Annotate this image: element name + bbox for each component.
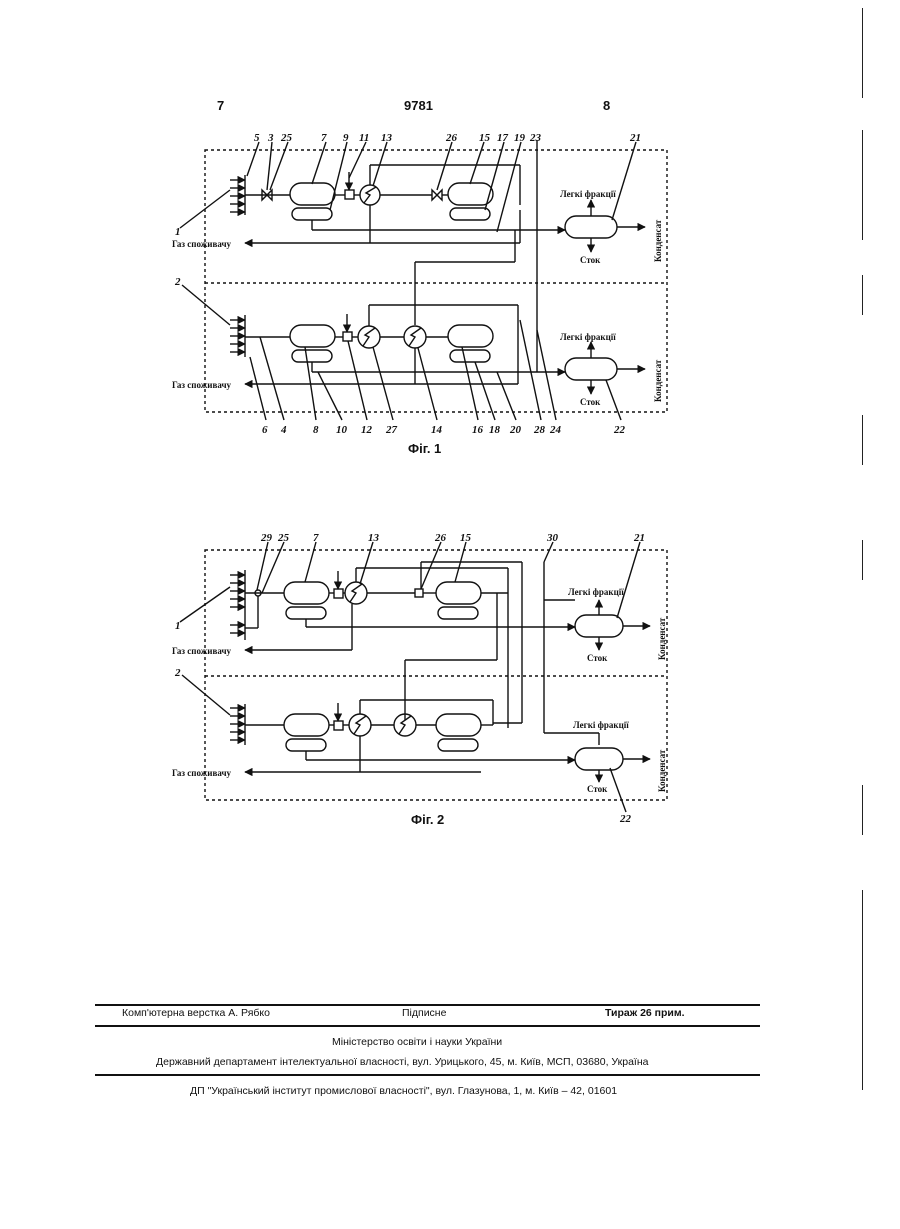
- drain-label-bottom: Сток: [580, 397, 601, 407]
- ref-25: 25: [280, 132, 293, 144]
- ref-21: 21: [629, 132, 641, 144]
- footer-rule-middle: [95, 1025, 760, 1027]
- ref-21-fig2: 21: [633, 532, 645, 544]
- footer-signed: Підписне: [402, 1007, 446, 1019]
- figure-1-diagram: 5 3 25 7 9 11 13 26 15 17 19 23 21 1 2 6…: [0, 0, 900, 470]
- drain-label-top-fig2: Сток: [587, 653, 608, 663]
- drain-label-bottom-fig2: Сток: [587, 784, 608, 794]
- ref-27: 27: [385, 424, 398, 436]
- ref-7-fig2: 7: [313, 532, 319, 544]
- ref-7: 7: [321, 132, 327, 144]
- gas-consumer-label-top-fig2: Газ споживачу: [172, 646, 232, 656]
- scan-edge-mark: [862, 540, 863, 580]
- injector-11: [345, 190, 354, 199]
- scan-edge-mark: [862, 275, 863, 315]
- light-fractions-label-top: Легкі фракції: [560, 189, 616, 199]
- gas-consumer-label-bottom-fig2: Газ споживачу: [172, 768, 232, 778]
- separator-15: [448, 183, 493, 205]
- separator-7: [290, 183, 335, 205]
- scan-edge-mark: [862, 785, 863, 835]
- light-fractions-label-bottom-fig2: Легкі фракції: [573, 720, 629, 730]
- ref-22-fig2: 22: [619, 813, 632, 825]
- figure-2-diagram: 29 25 7 13 26 15 30 21 1 2 22 Газ спожив…: [0, 520, 900, 830]
- ref-15: 15: [479, 132, 491, 144]
- valve-26-fig2: [415, 589, 423, 597]
- ref-5: 5: [254, 132, 260, 144]
- ref-26: 26: [445, 132, 458, 144]
- separator-16: [448, 325, 493, 347]
- ref-22: 22: [613, 424, 626, 436]
- ref-11: 11: [359, 132, 369, 144]
- ref-17: 17: [497, 132, 509, 144]
- condensate-label-bottom: Конденсат: [653, 359, 663, 402]
- condensate-label-bottom-fig2: Конденсат: [657, 749, 667, 792]
- drum-9: [292, 208, 332, 220]
- ref-29: 29: [260, 532, 273, 544]
- figure-1-caption: Фіг. 1: [408, 441, 441, 456]
- ref-26-fig2: 26: [434, 532, 447, 544]
- footer-layout: Комп'ютерна верстка А. Рябко: [122, 1007, 270, 1019]
- ref-8: 8: [313, 424, 319, 436]
- ref-10: 10: [336, 424, 348, 436]
- ref-3: 3: [267, 132, 274, 144]
- ref-15-fig2: 15: [460, 532, 472, 544]
- separator-7-fig2: [284, 582, 329, 604]
- ref-25-fig2: 25: [277, 532, 290, 544]
- drain-label-top: Сток: [580, 255, 601, 265]
- light-fractions-label-top-fig2: Легкі фракції: [568, 587, 624, 597]
- ref-24: 24: [549, 424, 562, 436]
- condensate-label-top-fig2: Конденсат: [657, 617, 667, 660]
- ref-28: 28: [533, 424, 546, 436]
- gas-consumer-label-top: Газ споживачу: [172, 239, 232, 249]
- scan-edge-mark: [862, 8, 863, 98]
- drum-17: [450, 208, 490, 220]
- ref-2-fig2: 2: [174, 667, 181, 679]
- ref-12: 12: [361, 424, 373, 436]
- ref-4: 4: [280, 424, 287, 436]
- footer-circulation: Тираж 26 прим.: [605, 1007, 685, 1019]
- ref-13-fig2: 13: [368, 532, 380, 544]
- ref-16: 16: [472, 424, 484, 436]
- throttle-valve-26: [432, 190, 442, 200]
- ref-6: 6: [262, 424, 268, 436]
- ref-13: 13: [381, 132, 393, 144]
- scan-edge-mark: [862, 415, 863, 465]
- footer-department: Державний департамент інтелектуальної вл…: [156, 1056, 648, 1068]
- ref-1: 1: [175, 226, 181, 238]
- stabilizer-22-fig2: [575, 748, 623, 770]
- ref-2: 2: [174, 276, 181, 288]
- ref-19: 19: [514, 132, 526, 144]
- footer-rule-top: [95, 1004, 760, 1006]
- stabilizer-21-fig2: [575, 615, 623, 637]
- ref-14: 14: [431, 424, 443, 436]
- footer-rule-bottom: [95, 1074, 760, 1076]
- drum-10: [292, 350, 332, 362]
- stabilizer-21: [565, 216, 617, 238]
- scan-edge-mark: [862, 130, 863, 240]
- footer-institute: ДП "Український інститут промислової вла…: [190, 1085, 617, 1097]
- light-fractions-label-bottom: Легкі фракції: [560, 332, 616, 342]
- drum-18: [450, 350, 490, 362]
- separator-15-fig2: [436, 582, 481, 604]
- injector-12: [343, 332, 352, 341]
- condensate-label-top: Конденсат: [653, 219, 663, 262]
- ref-9: 9: [343, 132, 349, 144]
- separator-8: [290, 325, 335, 347]
- ref-30: 30: [546, 532, 559, 544]
- gas-consumer-label-bottom: Газ споживачу: [172, 380, 232, 390]
- ref-20: 20: [509, 424, 522, 436]
- footer-ministry: Міністерство освіти і науки України: [332, 1036, 502, 1048]
- ref-1-fig2: 1: [175, 620, 181, 632]
- ref-18: 18: [489, 424, 501, 436]
- stabilizer-22: [565, 358, 617, 380]
- scan-edge-mark: [862, 890, 863, 1090]
- ref-23: 23: [529, 132, 542, 144]
- figure-2-caption: Фіг. 2: [411, 812, 444, 827]
